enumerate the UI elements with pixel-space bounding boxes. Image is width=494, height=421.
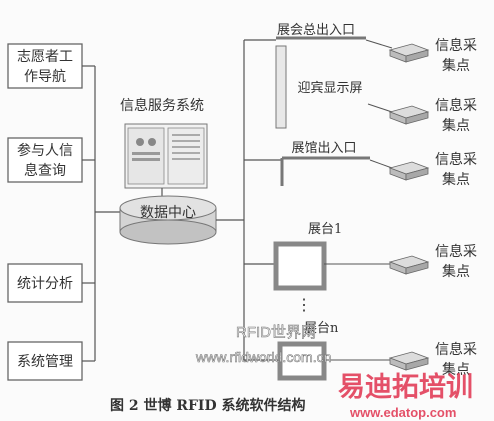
server-label: 信息服务系统	[120, 97, 204, 114]
stats-box	[7, 263, 83, 303]
collect-device-3	[388, 161, 430, 181]
welcome-screen-icon	[275, 45, 287, 129]
collect-device-2	[388, 105, 430, 125]
collect-device-4	[388, 255, 430, 275]
welcome-screen-link	[367, 103, 393, 113]
collect-point-5-line2: 集点	[442, 361, 470, 378]
collect-device-5	[388, 351, 430, 371]
entrance-hall-label: 展馆出入口	[291, 141, 356, 156]
collect-point-1-line1: 信息采	[435, 37, 477, 54]
collect-point-3-line2: 集点	[442, 171, 470, 188]
booth-n-icon	[277, 341, 327, 381]
collect-point-2-line1: 信息采	[435, 97, 477, 114]
collect-point-4-line1: 信息采	[435, 243, 477, 260]
entrance-main-link	[365, 39, 393, 49]
booth-n-label: 展台n	[304, 321, 339, 336]
collect-point-3-line1: 信息采	[435, 151, 477, 168]
collect-device-1	[388, 43, 430, 63]
system-label: 系统管理	[17, 354, 73, 370]
datacenter-label: 数据中心	[140, 205, 196, 221]
volunteer-box	[7, 43, 83, 89]
watermark-rfid-url: www.rfidworld.com.cn	[195, 349, 331, 365]
booth-1-label: 展台1	[308, 222, 342, 237]
booth-1-icon	[273, 241, 327, 291]
collect-point-5-line1: 信息采	[435, 341, 477, 358]
participant-label-1: 参与人信	[17, 142, 73, 159]
watermark-edatop: 易迪拓培训	[338, 372, 473, 403]
volunteer-label-2: 作导航	[24, 69, 66, 85]
right-connectors	[216, 39, 282, 361]
collect-point-1-line2: 集点	[442, 57, 470, 74]
volunteer-label-1: 志愿者工	[17, 49, 73, 65]
entrance-main-label: 展会总出入口	[277, 23, 355, 38]
watermark-edatop-url: www.edatop.com	[349, 405, 456, 420]
server-icon	[124, 123, 208, 189]
left-connectors	[82, 65, 120, 362]
stats-label: 统计分析	[17, 276, 73, 292]
participant-box	[7, 137, 83, 183]
participant-label-2: 息查询	[24, 162, 66, 179]
figure-caption: 图 2 世博 RFID 系统软件结构	[110, 397, 306, 414]
collect-point-2-line2: 集点	[442, 117, 470, 134]
collect-point-4-line2: 集点	[442, 263, 470, 280]
database-icon	[119, 195, 217, 245]
entrance-hall-link	[369, 159, 393, 169]
welcome-screen-label: 迎宾显示屏	[297, 80, 362, 96]
booth-dots: ⋮	[296, 295, 312, 314]
watermark-rfid: RFID世界网	[236, 324, 316, 341]
